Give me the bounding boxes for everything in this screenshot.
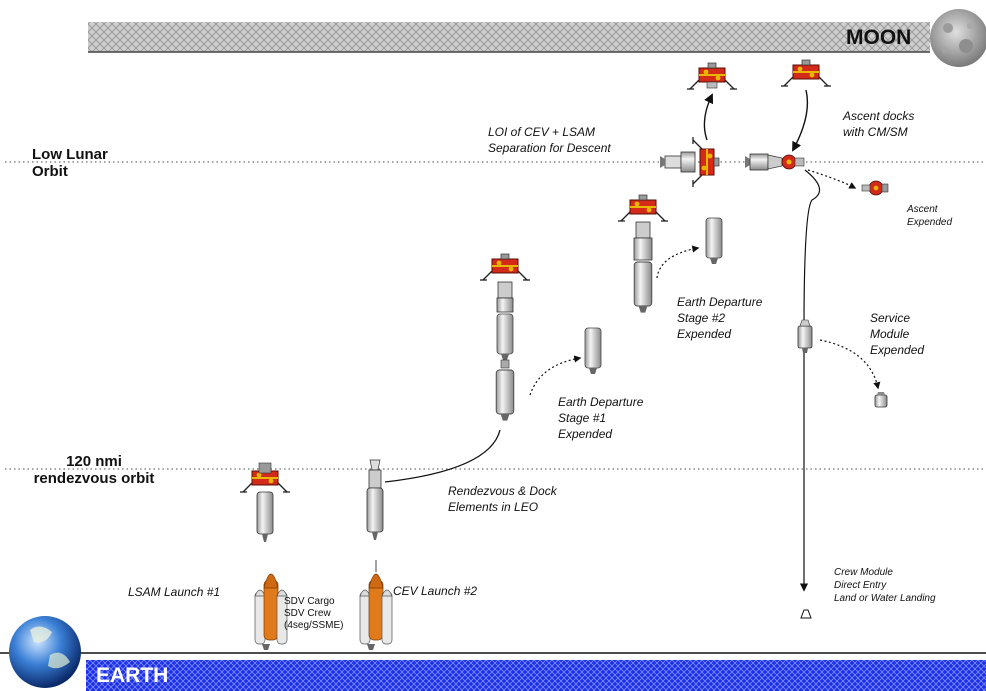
cm-line1: Crew Module	[834, 567, 893, 578]
eds2-label: Earth Departure Stage #2 Expended	[677, 294, 762, 342]
earth-return-trajectory	[799, 169, 821, 592]
sdv-line3: (4seg/SSME)	[284, 620, 344, 631]
sm-line2: Module	[870, 327, 910, 341]
descent-arrow	[703, 93, 714, 141]
leo-to-tli-trajectory	[384, 429, 501, 483]
eds1-label: Earth Departure Stage #1 Expended	[558, 394, 643, 442]
cm-sm-returning	[797, 319, 813, 353]
leo-orbit-label: 120 nmi rendezvous orbit	[25, 453, 163, 487]
moon-icon	[930, 9, 986, 67]
cm-line2: Direct Entry	[834, 580, 887, 591]
leo-line2: rendezvous orbit	[33, 470, 155, 487]
rendezvous-line2: Elements in LEO	[448, 500, 539, 514]
loi-line1: LOI of CEV + LSAM	[488, 125, 596, 139]
ascent-docks-line1: Ascent docks	[843, 109, 915, 123]
lsam-in-leo	[239, 462, 291, 542]
expended-eds1	[584, 327, 602, 375]
ascent-docks-label: Ascent docks with CM/SM	[843, 108, 914, 140]
low-lunar-line2: Orbit	[32, 163, 68, 180]
cev-launch-label: CEV Launch #2	[393, 584, 478, 598]
earth-label: EARTH	[96, 664, 169, 687]
earth-band	[86, 660, 986, 691]
low-lunar-line1: Low Lunar	[32, 146, 108, 163]
sdv-cargo-launcher	[254, 573, 288, 650]
eds1-line3: Expended	[558, 427, 613, 441]
rendezvous-label: Rendezvous & Dock Elements in LEO	[448, 483, 557, 515]
eds1-line1: Earth Departure	[558, 395, 644, 409]
cev-lsam-stack	[660, 136, 720, 188]
cev-in-leo	[366, 459, 384, 540]
ascent-expended-line1: Ascent	[907, 204, 938, 215]
lsam-launch-label: LSAM Launch #1	[128, 585, 221, 599]
moon-label: MOON	[846, 26, 912, 49]
sm-line1: Service	[870, 311, 911, 325]
lander-on-moon	[686, 62, 738, 90]
crew-module-capsule	[800, 609, 812, 619]
sdv-line2: SDV Crew	[284, 608, 331, 619]
eds1-stack	[479, 253, 531, 422]
expended-eds2	[705, 217, 723, 265]
expended-service-module	[874, 392, 888, 408]
expended-ascent-stage	[861, 180, 889, 196]
low-lunar-orbit-label: Low Lunar Orbit	[32, 146, 108, 180]
sm-expended-arrow	[819, 339, 881, 390]
ascent-arrow	[792, 89, 809, 152]
cm-line3: Land or Water Landing	[834, 593, 936, 604]
ascent-expended-line2: Expended	[907, 217, 953, 228]
sdv-crew-launcher	[359, 560, 393, 650]
ascent-lander-on-moon	[780, 59, 832, 87]
eds2-line2: Stage #2	[677, 311, 726, 325]
sm-expended-label: Service Module Expended	[870, 310, 924, 358]
eds2-line1: Earth Departure	[677, 295, 763, 309]
crew-module-label: Crew Module Direct Entry Land or Water L…	[834, 566, 936, 605]
moon-band	[88, 22, 930, 52]
rendezvous-line1: Rendezvous & Dock	[448, 484, 557, 498]
ascent-docked-csm	[745, 153, 805, 171]
earth-icon	[9, 616, 81, 688]
eds2-expended-arrow	[656, 245, 700, 279]
eds2-line3: Expended	[677, 327, 732, 341]
eds2-lsam-cev-stack	[617, 194, 669, 314]
sm-line3: Expended	[870, 343, 925, 357]
sdv-label: SDV Cargo SDV Crew (4seg/SSME)	[284, 596, 343, 632]
eds1-expended-arrow	[529, 355, 582, 396]
ascent-expended-label: Ascent Expended	[907, 203, 952, 229]
ascent-docks-line2: with CM/SM	[843, 125, 908, 139]
loi-label: LOI of CEV + LSAM Separation for Descent	[488, 124, 611, 156]
eds1-line2: Stage #1	[558, 411, 607, 425]
loi-line2: Separation for Descent	[488, 141, 611, 155]
leo-line1: 120 nmi	[66, 453, 122, 470]
sdv-line1: SDV Cargo	[284, 596, 335, 607]
ascent-expended-arrow	[807, 169, 857, 189]
